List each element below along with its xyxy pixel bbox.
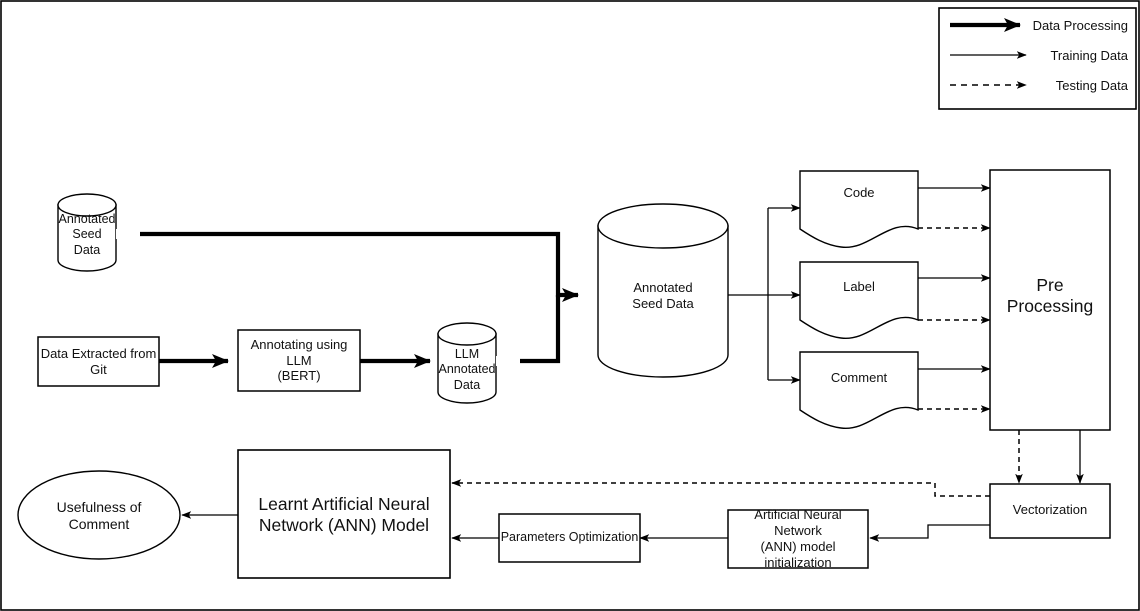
legend-label-data-processing: Data Processing bbox=[1032, 17, 1128, 33]
legend-label-training-data: Training Data bbox=[1050, 47, 1128, 63]
legend-label-testing-data: Testing Data bbox=[1055, 77, 1128, 93]
legend-box bbox=[938, 7, 1137, 110]
node-llm-annotated-data bbox=[437, 322, 520, 404]
node-vectorization bbox=[989, 483, 1111, 539]
node-pre-processing bbox=[989, 169, 1111, 431]
node-parameters-optimization bbox=[498, 513, 641, 563]
edge-llmdata-to-merge bbox=[519, 295, 561, 364]
edge-bigcyl-split-trunk bbox=[728, 208, 769, 380]
edge-vector-to-learnt-dashed bbox=[451, 479, 990, 497]
node-annotated-seed-data-small bbox=[57, 193, 140, 272]
node-label-document bbox=[799, 261, 919, 339]
node-ann-model-init bbox=[727, 509, 869, 569]
node-annotated-seed-data-big bbox=[597, 203, 729, 378]
edge-seed-to-bigcyl bbox=[138, 231, 579, 302]
node-usefulness-of-comment bbox=[17, 470, 181, 560]
node-learnt-ann-model bbox=[237, 449, 451, 579]
edge-vector-to-anninit-solid bbox=[869, 524, 990, 542]
node-code-document bbox=[799, 170, 919, 248]
node-annotating-llm bbox=[237, 329, 361, 392]
node-data-extracted-git bbox=[37, 336, 160, 387]
node-comment-document bbox=[799, 351, 919, 429]
